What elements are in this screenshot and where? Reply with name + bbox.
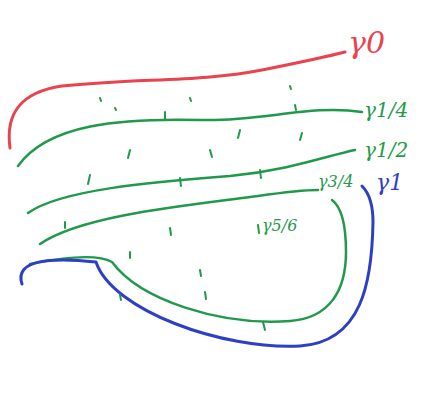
- curve-label: γ3/4: [318, 174, 353, 190]
- tick-marks: [65, 86, 302, 330]
- curve-label: γ1: [376, 172, 403, 194]
- curve-green: [18, 110, 362, 166]
- curve-label: γ5/6: [262, 218, 297, 234]
- curve-label: γ0: [348, 28, 385, 58]
- curve-red: [9, 52, 345, 148]
- curve-green: [40, 190, 318, 244]
- curve-blue: [21, 186, 373, 346]
- curve-label: γ1/2: [364, 140, 408, 160]
- curve-label: γ1/4: [364, 100, 408, 120]
